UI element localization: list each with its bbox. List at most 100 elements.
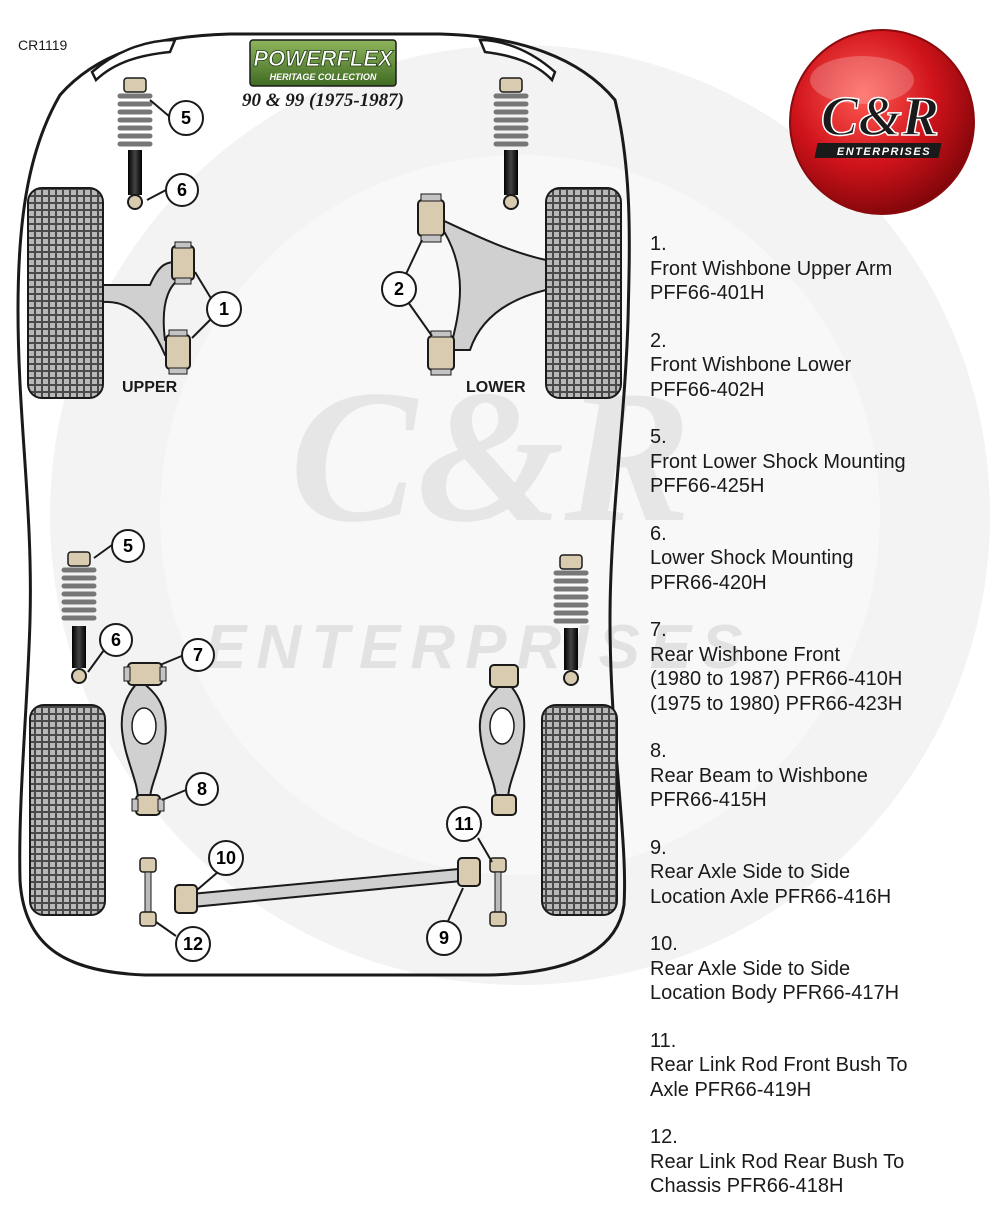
part-number: 2. [650, 329, 667, 352]
cr-logo-text: C&R [821, 86, 939, 148]
callouts: 5 6 1 2 5 6 7 8 9 10 11 12 [99, 100, 482, 962]
bush [417, 199, 445, 237]
bush [171, 245, 195, 281]
part-line: PFF66-425H [650, 475, 765, 497]
bush [489, 664, 519, 688]
link-rods [139, 857, 507, 927]
callout-label: 8 [197, 779, 207, 799]
panhard-rod [174, 857, 481, 914]
model-title: 90 & 99 (1975-1987) [242, 90, 404, 111]
tyre-front-left [27, 187, 104, 399]
part-number: 7. [650, 619, 667, 641]
bush [135, 794, 161, 816]
bush [491, 794, 517, 816]
upper-label: UPPER [122, 379, 178, 396]
part-item: 7.Rear Wishbone Front(1980 to 1987) PFR6… [650, 618, 995, 716]
callout-label: 5 [123, 536, 133, 556]
callout-label: 12 [183, 934, 203, 954]
headlight-left [90, 38, 177, 83]
lower-label: LOWER [466, 379, 526, 396]
diagram-code: CR1119 [18, 37, 68, 53]
part-number: 1. [650, 233, 667, 255]
car-outline [16, 32, 631, 977]
part-line: PFR66-415H [650, 789, 767, 811]
tyre-rear-right [541, 704, 618, 916]
brand-name: POWERFLEX [253, 46, 394, 71]
bush [457, 857, 481, 887]
part-line: PFF66-401H [650, 282, 765, 304]
part-line: Rear Wishbone Front [650, 643, 841, 666]
part-line: Front Wishbone Lower [650, 354, 852, 376]
part-line: Axle PFR66-419H [650, 1078, 812, 1101]
part-line: Front Wishbone Upper Arm [650, 257, 893, 280]
bush [174, 884, 198, 914]
tyre-front-right [545, 187, 622, 399]
front-upper-wishbone [102, 241, 195, 375]
bush [165, 334, 191, 370]
cr-logo-tagline: ENTERPRISES [837, 146, 931, 158]
link-rod-right [489, 857, 507, 927]
part-line: (1980 to 1987) PFR66-410H [650, 668, 903, 690]
watermark: C&R ENTERPRISES [50, 45, 990, 985]
link-rod-left [139, 857, 157, 927]
part-line: Rear Link Rod Rear Bush To [650, 1150, 905, 1173]
suspension-diagram: C&R ENTERPRISES [16, 29, 990, 985]
part-line: Rear Axle Side to Side [650, 861, 851, 883]
part-line: Location Axle PFR66-416H [650, 885, 892, 908]
bush [127, 662, 163, 686]
part-number: 10. [650, 933, 678, 955]
part-line: Rear Link Rod Front Bush To [650, 1054, 908, 1076]
callout-label: 9 [439, 928, 449, 948]
part-line: PFR66-420H [650, 571, 767, 594]
part-number: 6. [650, 522, 667, 545]
callout-label: 1 [219, 299, 229, 319]
part-line: Rear Axle Side to Side [650, 957, 851, 980]
part-line: Location Body PFR66-417H [650, 982, 900, 1004]
part-line: Lower Shock Mounting [650, 547, 854, 569]
shock-front-right [493, 77, 529, 210]
leader-lines [87, 99, 493, 937]
part-line: PFF66-402H [650, 378, 765, 401]
shock-rear-left [61, 551, 97, 684]
brand-subtitle: HERITAGE COLLECTION [270, 72, 377, 82]
part-line: Front Lower Shock Mounting [650, 450, 906, 473]
callout-label: 10 [216, 848, 236, 868]
callout-label: 6 [177, 180, 187, 200]
callout-label: 6 [111, 630, 121, 650]
watermark-text: ENTERPRISES [205, 613, 753, 682]
part-line: (1975 to 1980) PFR66-423H [650, 692, 903, 715]
shock-rear-right [553, 554, 589, 686]
headlight-right [478, 38, 557, 83]
rear-trailing-arm-left [120, 662, 167, 816]
front-lower-wishbone [417, 193, 547, 376]
callout-label: 5 [181, 108, 191, 128]
cr-logo: C&R ENTERPRISES [789, 29, 975, 215]
part-number: 5. [650, 426, 667, 448]
callout-label: 2 [394, 279, 404, 299]
callout-label: 11 [454, 814, 473, 834]
rear-trailing-arm-right [478, 664, 526, 816]
powerflex-logo: POWERFLEX HERITAGE COLLECTION 90 & 99 (1… [242, 39, 404, 111]
tyre-rear-left [29, 704, 106, 916]
callout-label: 7 [193, 645, 203, 665]
part-line: Chassis PFR66-418H [650, 1175, 844, 1197]
part-number: 8. [650, 740, 667, 762]
shocks [61, 77, 589, 686]
part-number: 9. [650, 836, 667, 859]
tyres [27, 187, 622, 916]
part-number: 12. [650, 1126, 678, 1148]
shock-front-left [117, 77, 153, 210]
part-number: 11. [650, 1029, 677, 1052]
part-line: Rear Beam to Wishbone [650, 764, 868, 787]
bush [427, 335, 455, 371]
